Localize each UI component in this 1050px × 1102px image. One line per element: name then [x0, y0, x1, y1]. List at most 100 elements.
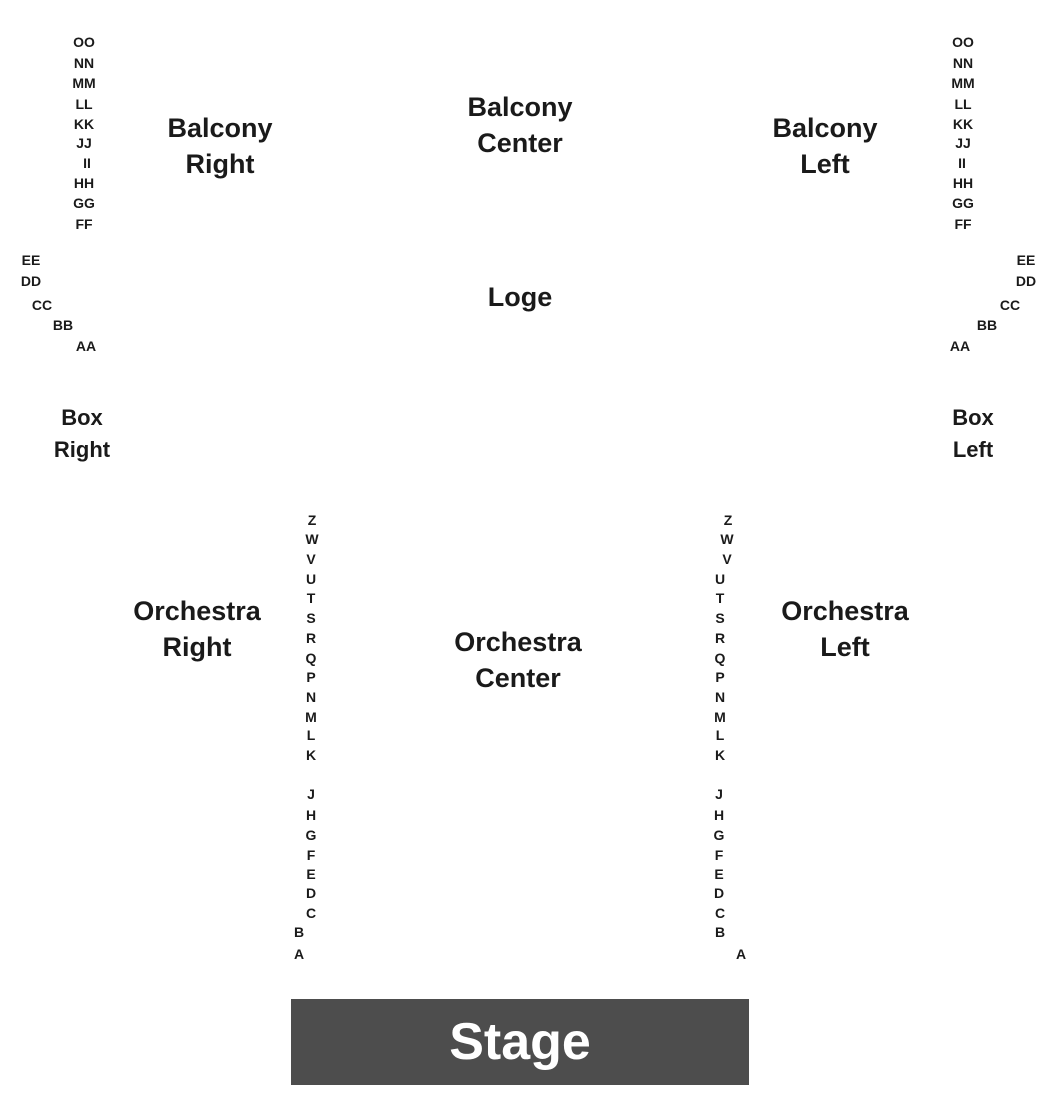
row-label: C	[714, 905, 726, 921]
row-label: U	[305, 571, 317, 587]
row-label: T	[306, 590, 316, 606]
row-label: L	[715, 727, 725, 743]
row-label: FF	[75, 216, 93, 232]
section-balcony-right[interactable]: Balcony Right	[140, 110, 300, 182]
row-label: LL	[954, 96, 972, 112]
row-label: JJ	[76, 135, 92, 151]
row-label: N	[714, 689, 726, 705]
row-label: AA	[949, 338, 971, 354]
row-label: EE	[21, 252, 41, 268]
row-label: CC	[31, 297, 53, 313]
row-label: HH	[952, 175, 974, 191]
row-label: JJ	[955, 135, 971, 151]
row-label: J	[715, 786, 723, 802]
row-label: DD	[20, 273, 42, 289]
row-label: E	[714, 866, 724, 882]
row-label: S	[715, 610, 725, 626]
row-label: KK	[952, 116, 974, 132]
section-balcony-left[interactable]: Balcony Left	[745, 110, 905, 182]
row-label: Z	[307, 512, 317, 528]
section-label-line: Orchestra	[781, 596, 909, 626]
section-label-line: Box	[952, 405, 994, 430]
row-label: HH	[73, 175, 95, 191]
row-label: K	[305, 747, 317, 763]
row-label: NN	[952, 55, 974, 71]
row-label: G	[305, 827, 317, 843]
row-label: M	[305, 709, 317, 725]
row-label: C	[305, 905, 317, 921]
row-label: F	[714, 847, 724, 863]
section-orchestra-left[interactable]: Orchestra Left	[755, 593, 935, 665]
row-label: GG	[73, 195, 95, 211]
row-label: B	[714, 924, 726, 940]
section-label-line: Box	[61, 405, 103, 430]
row-label: FF	[954, 216, 972, 232]
row-label: Z	[723, 512, 733, 528]
row-label: P	[306, 669, 316, 685]
row-label: L	[306, 727, 316, 743]
row-label: N	[305, 689, 317, 705]
section-box-left[interactable]: Box Left	[923, 402, 1023, 466]
row-label: E	[306, 866, 316, 882]
section-box-right[interactable]: Box Right	[32, 402, 132, 466]
section-label-line: Balcony	[772, 113, 878, 143]
section-label-line: Orchestra	[133, 596, 261, 626]
row-label: P	[715, 669, 725, 685]
row-label: F	[306, 847, 316, 863]
row-label: BB	[976, 317, 998, 333]
section-label-line: Right	[185, 149, 255, 179]
row-label: BB	[52, 317, 74, 333]
section-label-line: Left	[952, 437, 994, 462]
row-label: A	[735, 946, 747, 962]
row-label: B	[293, 924, 305, 940]
row-label: J	[307, 786, 315, 802]
row-label: S	[306, 610, 316, 626]
section-loge[interactable]: Loge	[450, 279, 590, 315]
row-label: CC	[999, 297, 1021, 313]
section-label-line: Center	[477, 128, 563, 158]
row-label: R	[714, 630, 726, 646]
row-label: II	[958, 155, 966, 171]
row-label: AA	[75, 338, 97, 354]
row-label: W	[305, 531, 319, 547]
section-orchestra-center[interactable]: Orchestra Center	[428, 624, 608, 696]
row-label: G	[713, 827, 725, 843]
row-label: H	[305, 807, 317, 823]
section-label-line: Left	[820, 632, 870, 662]
section-label-line: Orchestra	[454, 627, 582, 657]
row-label: V	[306, 551, 316, 567]
section-orchestra-right[interactable]: Orchestra Right	[107, 593, 287, 665]
section-label-line: Balcony	[467, 92, 573, 122]
stage: Stage	[291, 999, 749, 1085]
row-label: OO	[952, 34, 974, 50]
row-label: MM	[72, 75, 96, 91]
row-label: M	[714, 709, 726, 725]
row-label: A	[293, 946, 305, 962]
row-label: II	[83, 155, 91, 171]
row-label: DD	[1015, 273, 1037, 289]
row-label: D	[305, 885, 317, 901]
section-label-line: Left	[800, 149, 850, 179]
row-label: V	[722, 551, 732, 567]
row-label: W	[720, 531, 734, 547]
row-label: R	[305, 630, 317, 646]
section-label-line: Loge	[487, 282, 553, 312]
row-label: T	[715, 590, 725, 606]
row-label: H	[713, 807, 725, 823]
section-label-line: Center	[475, 663, 561, 693]
stage-label: Stage	[449, 1013, 591, 1071]
row-label: EE	[1016, 252, 1036, 268]
row-label: MM	[951, 75, 975, 91]
row-label: LL	[75, 96, 93, 112]
row-label: GG	[952, 195, 974, 211]
section-label-line: Right	[162, 632, 232, 662]
section-balcony-center[interactable]: Balcony Center	[430, 89, 610, 161]
row-label: K	[714, 747, 726, 763]
row-label: Q	[305, 650, 317, 666]
row-label: NN	[73, 55, 95, 71]
section-label-line: Balcony	[167, 113, 273, 143]
section-label-line: Right	[53, 437, 111, 462]
row-label: D	[713, 885, 725, 901]
row-label: U	[714, 571, 726, 587]
